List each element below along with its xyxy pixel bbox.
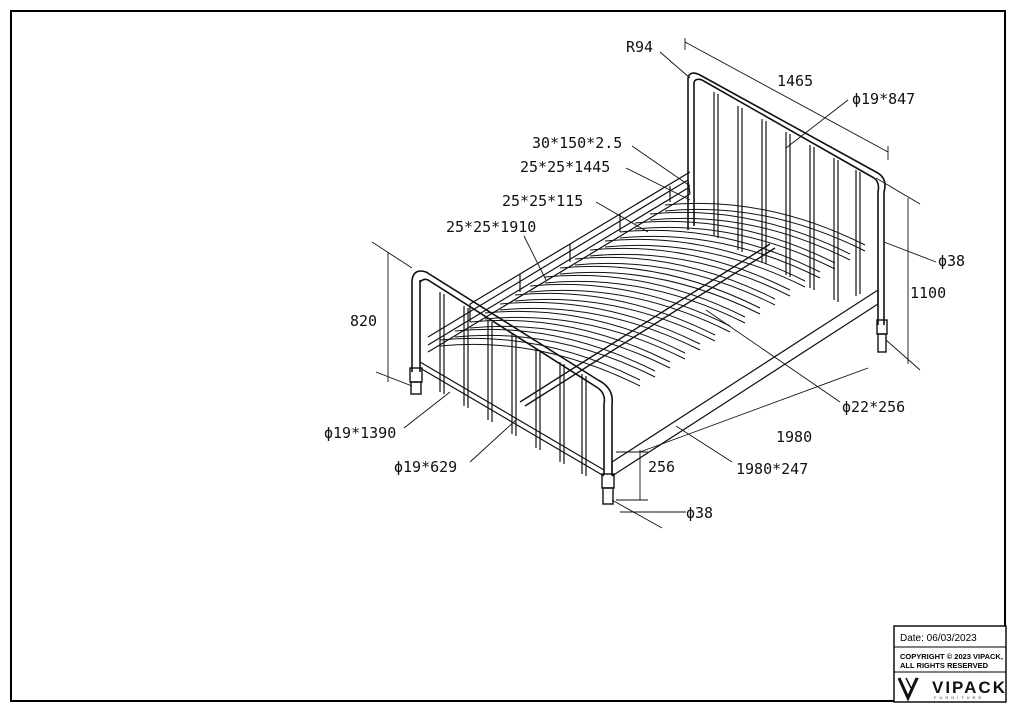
dim-leg-diameter-head: ϕ38 — [938, 252, 965, 270]
title-block-copyright-1: COPYRIGHT © 2023 VIPACK, — [900, 652, 1003, 661]
dim-side-tube-short: 25*25*115 — [502, 192, 583, 210]
title-block-date: Date: 06/03/2023 — [900, 633, 977, 644]
dim-side-tube-long: 25*25*1445 — [520, 158, 610, 176]
dim-side-rail: 1980*247 — [736, 460, 808, 478]
dim-footboard-height: 820 — [350, 312, 377, 330]
dim-center-leg: ϕ22*256 — [842, 398, 905, 416]
brand-name: VIPACK — [932, 678, 1007, 697]
dim-headboard-width: 1465 — [777, 72, 813, 90]
dim-headboard-bar: ϕ19*847 — [852, 90, 915, 108]
brand-sub: FURNITURE — [934, 695, 984, 700]
dim-slat: 30*150*2.5 — [532, 134, 622, 152]
dim-radius: R94 — [626, 38, 653, 56]
vipack-logo-icon — [897, 677, 919, 702]
title-block-copyright-2: ALL RIGHTS RESERVED — [900, 661, 989, 670]
dim-leg-diameter-foot: ϕ38 — [686, 504, 713, 522]
dim-footboard-bar: ϕ19*629 — [394, 458, 457, 476]
dimension-lines — [371, 38, 937, 529]
bed-frame-drawing — [371, 38, 937, 529]
dimension-labels: R94 1465 ϕ19*847 30*150*2.5 25*25*1445 2… — [324, 38, 965, 522]
dim-headboard-height: 1100 — [910, 284, 946, 302]
title-block: Date: 06/03/2023 COPYRIGHT © 2023 VIPACK… — [893, 625, 1007, 703]
dim-footboard-rail: ϕ19*1390 — [324, 424, 396, 442]
dim-length: 1980 — [776, 428, 812, 446]
footboard — [409, 270, 615, 505]
far-side-rail — [427, 171, 691, 353]
dim-center-rail: 25*25*1910 — [446, 218, 536, 236]
dim-clearance: 256 — [648, 458, 675, 476]
sheet-border — [10, 10, 1006, 702]
